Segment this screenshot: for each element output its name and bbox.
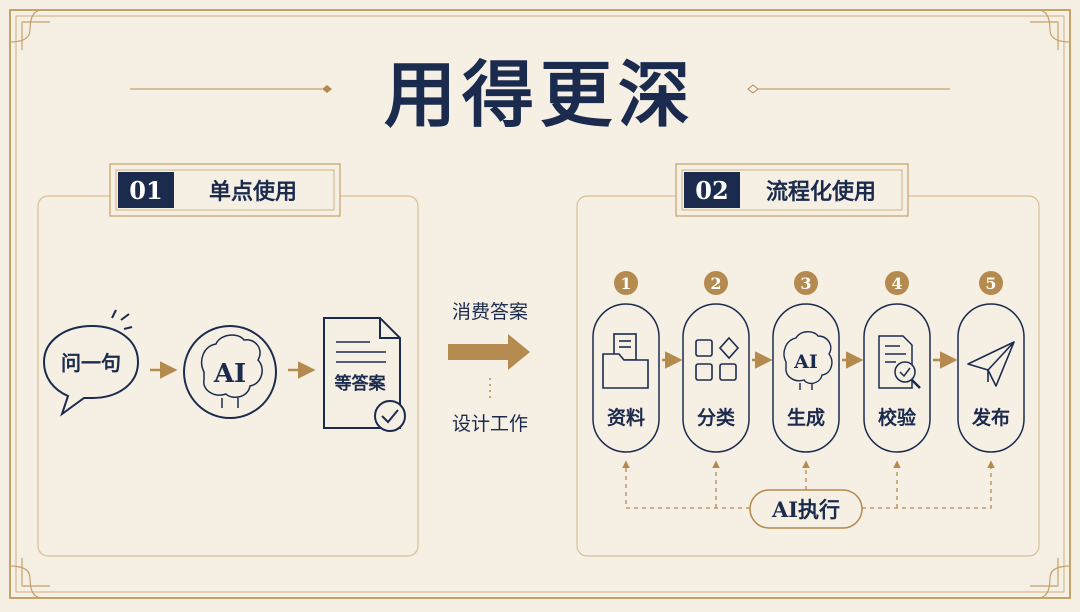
document-label: 等答案 [335,373,387,394]
step-number-1: 1 [614,271,638,295]
title-decoration [130,84,950,94]
step-number-2: 2 [704,271,728,295]
step-pills [592,303,1025,453]
step-number-4: 4 [885,271,909,295]
step-pill-5 [957,303,1025,453]
step-label-2: 分类 [697,406,735,429]
bubble-label: 问一句 [61,351,121,375]
ai-label: AI [213,359,246,389]
category-grid-icon [695,336,740,381]
folder-documents-icon [602,333,649,389]
svg-text:3: 3 [800,274,811,293]
section-number-01: 01 [129,176,162,205]
step-pill-2 [682,303,750,453]
corner-ornament-top-left [9,9,50,50]
corner-ornament-bottom-left [9,558,50,599]
step-ai-text: AI [793,351,818,373]
ai-executor-label: AI执行 [771,497,840,522]
middle-bottom-label: 设计工作 [452,413,528,435]
corner-ornament-top-right [1030,9,1071,50]
left-heading: 单点使用 [209,179,297,205]
step-label-5: 发布 [971,406,1010,429]
step-label-1: 资料 [607,406,645,429]
ai-execution-connectors [622,460,995,509]
corner-ornament-bottom-right [1030,558,1071,599]
big-transition-arrow [448,334,530,370]
right-panel-heading: 02 流程化使用 [675,163,909,217]
step-number-5: 5 [979,271,1003,295]
document-check-icon [323,317,406,432]
middle-top-label: 消费答案 [452,301,528,323]
step-pill-3 [772,303,840,453]
document-magnifier-check-icon [878,335,921,389]
speech-bubble-icon [42,309,140,417]
page-title: 用得更深 [384,52,696,137]
section-number-02: 02 [695,176,728,205]
step-label-3: 生成 [787,406,825,429]
right-heading: 流程化使用 [766,179,876,205]
ai-brain-icon [183,325,277,419]
paper-plane-icon [967,341,1015,387]
step-number-3: 3 [794,271,818,295]
ornamental-frame [9,9,1071,599]
step-label-4: 校验 [878,406,917,429]
ai-executor-badge [749,489,863,529]
step-ai-brain-icon [783,331,833,390]
svg-text:5: 5 [985,274,996,293]
left-panel-heading: 01 单点使用 [109,163,341,217]
svg-text:2: 2 [710,274,721,293]
svg-text:1: 1 [620,274,631,293]
svg-text:4: 4 [891,274,902,293]
